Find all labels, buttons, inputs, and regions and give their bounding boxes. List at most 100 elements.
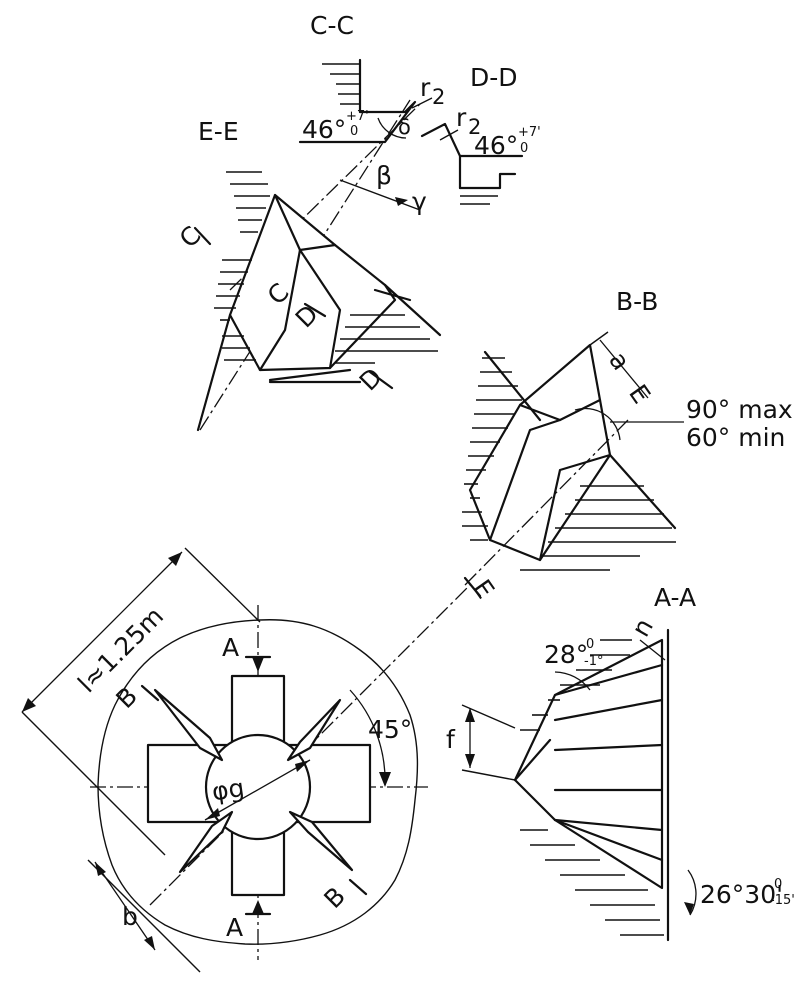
r2-a-leader [411, 97, 433, 109]
tooth-nw [153, 688, 224, 762]
deg46-a-sup: +7' [346, 109, 369, 124]
section-aa-group: A-A f n [446, 583, 795, 942]
d-cut-mark-2 [368, 370, 394, 390]
bb-hatch [462, 357, 676, 571]
aa-hatch [520, 639, 664, 936]
r2-b-sub: 2 [468, 115, 481, 139]
delta-label: δ [398, 115, 411, 139]
e-cut-mark-2 [463, 576, 482, 598]
e-cut-label-1: E [623, 379, 656, 409]
aa-teeth [553, 663, 664, 862]
angle-min-label: 60° min [686, 423, 785, 452]
r2-a-label: r [420, 73, 431, 102]
deg46-b-label: 46° [474, 131, 518, 160]
a-dim-line [599, 339, 649, 399]
deg26-sub: -15' [770, 893, 795, 908]
b-cut-top [140, 684, 160, 702]
ee-base-1 [268, 368, 352, 382]
b-cut-bottom [348, 878, 368, 896]
cc-hatch [322, 63, 360, 105]
l-ext-1 [184, 547, 261, 623]
cc-profile [298, 100, 417, 144]
section-aa-title: A-A [654, 583, 696, 612]
deg46-a-label: 46° [302, 115, 346, 144]
n-dim-label: n [626, 613, 659, 641]
l-ext-2 [21, 711, 166, 856]
a-ext-1 [589, 331, 609, 346]
bb-right-edge [608, 453, 677, 530]
a-cut-label-bottom: A [226, 913, 243, 942]
ee-hatch [214, 171, 438, 364]
c-cut-mark-1 [193, 226, 212, 246]
phi-g-label: φg [210, 773, 246, 806]
ee-right-flank-2 [373, 288, 412, 302]
aa-left-tip [513, 738, 552, 782]
section-ee-group: C-C D-D E-E 46° +7' 0 r 2 δ 46° +7' 0 r … [174, 11, 541, 432]
section-dd-title: D-D [470, 63, 518, 92]
bb-left-edge [483, 350, 542, 422]
b-arrow-1 [95, 862, 106, 876]
d-cut-label-2: D [354, 362, 388, 396]
e-cut-label-2: E [467, 574, 500, 604]
angle-45-label: 45° [368, 715, 412, 744]
dd-profile [420, 122, 524, 158]
a-arrow-top [252, 657, 264, 672]
deg26-label: 26°30' [700, 880, 783, 909]
l-arrow-1 [168, 552, 182, 566]
deg28-sub: -1° [584, 654, 603, 669]
ee-axis-2 [229, 103, 421, 291]
ee-rake-3 [298, 248, 342, 370]
beta-line-1 [339, 179, 421, 211]
r2-b-leader [439, 129, 459, 141]
r2-b-label: r [456, 103, 467, 132]
c-cut-label-1: C [174, 221, 207, 254]
deg46-b-sub: 0 [520, 141, 528, 156]
r2-a-sub: 2 [432, 85, 445, 109]
l-dim-line [21, 551, 183, 713]
n-dim-line [639, 639, 666, 661]
section-ee-title: E-E [198, 117, 239, 146]
ee-tip [196, 313, 232, 432]
dd-hatch [460, 195, 498, 205]
phi-g-arrow-2 [295, 760, 310, 772]
deg28-sup: 0 [586, 637, 594, 652]
tooth-sw [178, 810, 234, 874]
angle-45-arrow-end [379, 772, 391, 787]
angle-arc [574, 407, 621, 441]
b-arrow-2 [144, 936, 155, 950]
deg26-sup: 0 [774, 877, 782, 892]
b-dim-label: b [122, 902, 138, 931]
ee-rake-2 [258, 248, 302, 372]
beta-label: β [376, 161, 392, 190]
deg46-a-sub: 0 [350, 124, 358, 139]
section-cc-title: C-C [310, 11, 354, 40]
phi-g-dim-line [204, 759, 311, 821]
deg26-arrow [684, 902, 694, 915]
l-arrow-2 [22, 698, 36, 712]
bb-inner-1 [488, 418, 562, 542]
f-arrow-2 [465, 754, 475, 768]
d-cut-mark-1 [303, 302, 327, 318]
f-arrow-1 [465, 708, 475, 722]
f-dim-label: f [446, 725, 456, 754]
a-cut-label-top: A [222, 633, 239, 662]
b-dim-line [94, 861, 156, 951]
phi-g-arrow-1 [205, 808, 220, 820]
deg28-label: 28° [544, 640, 588, 669]
b-cut-label-top: B [110, 681, 143, 714]
bb-axis [464, 419, 629, 586]
ee-right-flank [383, 283, 442, 337]
f-ext-2 [461, 769, 516, 781]
deg46-b-sup: +7' [518, 125, 541, 140]
ee-body [228, 193, 397, 372]
deg28-arc [554, 671, 591, 691]
f-ext-1 [461, 704, 516, 729]
deg26-arc [687, 869, 697, 916]
dd-step [458, 172, 517, 190]
tooth-se [288, 810, 354, 872]
bb-inner-2 [538, 453, 612, 562]
blank-outline [97, 619, 419, 945]
a-arrow-bottom [252, 900, 264, 914]
b-cut-label-bottom: B [318, 881, 351, 914]
